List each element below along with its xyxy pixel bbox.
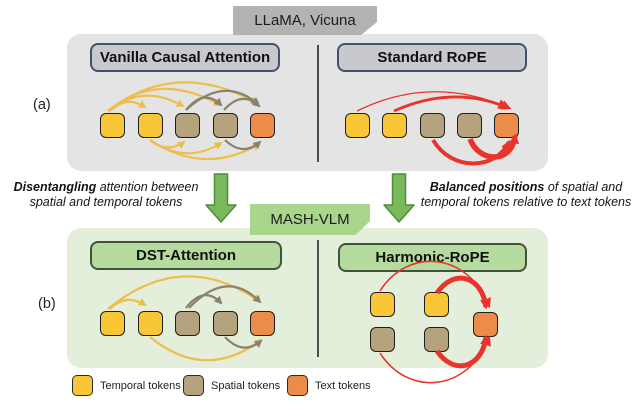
down-arrow-icon [205,173,237,223]
legend-label-spatial: Spatial tokens [211,379,281,392]
panel-b-divider [317,240,319,357]
temporal-token [138,113,163,138]
mash-vlm-tab: MASH-VLM [250,204,370,235]
standard-rope-title: Standard RoPE [377,49,487,66]
right-annotation-bold: Balanced positions [429,180,545,194]
legend-item-temporal: Temporal tokens [72,375,181,396]
temporal-token [370,292,395,317]
spatial-token [457,113,482,138]
dst-attention-title: DST-Attention [136,247,236,264]
temporal-token [100,113,125,138]
legend-label-temporal: Temporal tokens [100,379,181,392]
mash-vlm-tab-label: MASH-VLM [270,211,350,228]
right-annotation-line2: temporal tokens relative to text tokens [420,194,632,209]
standard-rope-header: Standard RoPE [337,43,527,72]
text-swatch [287,375,308,396]
spatial-token [175,311,200,336]
spatial-token [213,311,238,336]
panel-a-divider [317,45,319,162]
dst-attention-header: DST-Attention [90,241,282,270]
spatial-token [420,113,445,138]
left-annotation-rest: attention between [96,180,199,194]
left-annotation-bold: Disentangling [13,180,97,194]
llama-vicuna-tab-label: LLaMA, Vicuna [254,12,356,29]
right-annotation-rest: of spatial and [544,180,623,194]
text-token [250,311,275,336]
row-label-b: (b) [38,296,56,312]
text-token [473,312,498,337]
llama-vicuna-tab: LLaMA, Vicuna [233,6,377,35]
legend-item-text: Text tokens [287,375,371,396]
temporal-token [345,113,370,138]
temporal-token [100,311,125,336]
left-annotation-line2: spatial and temporal tokens [29,194,183,209]
legend-label-text: Text tokens [315,379,371,392]
legend-item-spatial: Spatial tokens [183,375,280,396]
temporal-token [138,311,163,336]
spatial-token [370,327,395,352]
row-label-a: (a) [33,97,51,113]
left-annotation: Disentangling attention between spatial … [4,180,208,209]
spatial-swatch [183,375,204,396]
temporal-token [382,113,407,138]
spatial-token [175,113,200,138]
text-token [494,113,519,138]
harmonic-rope-header: Harmonic-RoPE [338,243,527,272]
text-token [250,113,275,138]
down-arrow-icon [383,173,415,223]
vanilla-causal-attention-title: Vanilla Causal Attention [99,49,271,66]
temporal-swatch [72,375,93,396]
temporal-token [424,292,449,317]
spatial-token [424,327,449,352]
spatial-token [213,113,238,138]
right-annotation: Balanced positions of spatial and tempor… [413,180,639,209]
harmonic-rope-title: Harmonic-RoPE [375,249,490,266]
vanilla-causal-attention-header: Vanilla Causal Attention [90,43,280,72]
